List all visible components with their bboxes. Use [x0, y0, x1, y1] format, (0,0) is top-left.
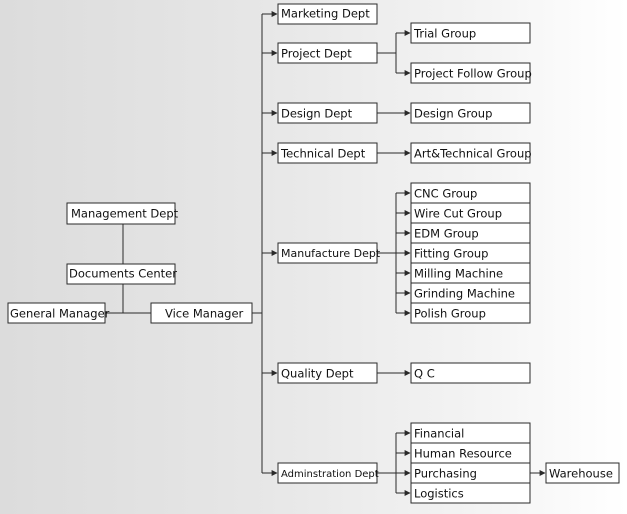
node-label: Fitting Group [414, 247, 488, 261]
node-design-group: Design Group [410, 102, 531, 124]
node-technical-dept: Technical Dept [277, 142, 378, 164]
node-label: Warehouse [549, 467, 613, 481]
node-manufacture-dept: Manufacture Dept [277, 242, 381, 264]
node-label: Wire Cut Group [414, 207, 502, 221]
node-trial-group: Trial Group [410, 22, 531, 44]
node-label: Financial [414, 427, 464, 441]
node-cnc-group: CNC Group [410, 182, 531, 204]
node-vice-manager: Vice Manager [150, 302, 253, 324]
node-design-dept: Design Dept [277, 102, 378, 124]
node-label: Manufacture Dept [281, 247, 381, 260]
node-project-follow-group: Project Follow Group [410, 62, 532, 84]
node-label: Vice Manager [165, 307, 244, 321]
node-human-resource: Human Resource [410, 442, 531, 464]
node-label: Documents Center [69, 267, 177, 281]
node-general-manager: General Manager [7, 302, 110, 324]
node-label: Marketing Dept [281, 7, 370, 21]
node-label: Design Group [414, 107, 492, 121]
node-purchasing: Purchasing [410, 462, 531, 484]
node-documents-center: Documents Center [66, 263, 177, 285]
node-polish-group: Polish Group [410, 302, 531, 324]
node-fitting-group: Fitting Group [410, 242, 531, 264]
node-administration-dept: Adminstration Dept [277, 462, 379, 484]
node-label: General Manager [10, 307, 110, 321]
node-label: Project Dept [281, 47, 352, 61]
node-label: Quality Dept [281, 367, 354, 381]
node-label: Technical Dept [280, 147, 366, 161]
node-warehouse: Warehouse [545, 462, 620, 484]
node-marketing-dept: Marketing Dept [277, 3, 378, 25]
node-grinding-machine: Grinding Machine [410, 282, 531, 304]
node-milling-machine: Milling Machine [410, 262, 531, 284]
node-label: Project Follow Group [414, 67, 532, 81]
node-label: Purchasing [414, 467, 477, 481]
node-label: Trial Group [413, 27, 476, 41]
node-management-dept: Management Dept [66, 202, 179, 225]
node-label: Design Dept [281, 107, 353, 121]
node-label: Management Dept [71, 207, 179, 221]
node-label: EDM Group [414, 227, 479, 241]
node-label: Milling Machine [414, 267, 503, 281]
node-art-technical-group: Art&Technical Group [410, 142, 532, 164]
node-qc: Q C [410, 362, 531, 384]
node-wire-cut-group: Wire Cut Group [410, 202, 531, 224]
node-logistics: Logistics [410, 482, 531, 504]
connector-lines [105, 11, 546, 496]
node-label: Q C [414, 367, 435, 381]
node-label: CNC Group [414, 187, 477, 201]
node-label: Adminstration Dept [281, 469, 379, 480]
node-label: Logistics [414, 487, 464, 501]
node-label: Polish Group [414, 307, 486, 321]
node-label: Human Resource [414, 447, 512, 461]
node-edm-group: EDM Group [410, 222, 531, 244]
node-project-dept: Project Dept [277, 42, 378, 64]
node-financial: Financial [410, 422, 531, 444]
node-label: Grinding Machine [414, 287, 515, 301]
node-quality-dept: Quality Dept [277, 362, 378, 384]
node-label: Art&Technical Group [414, 147, 532, 161]
